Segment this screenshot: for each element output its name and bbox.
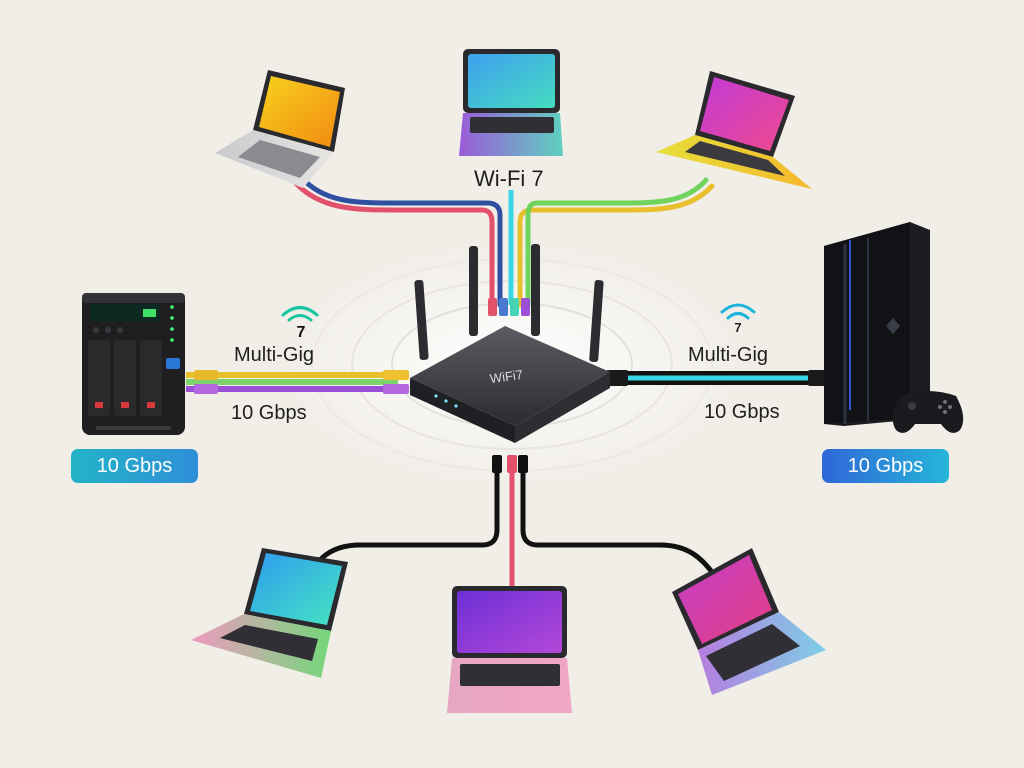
router-antennas: [414, 244, 604, 363]
wifi-icon: 7: [281, 306, 319, 341]
speed-badge-right: 10 Gbps: [822, 449, 949, 483]
nas-server-icon: [82, 293, 185, 435]
wifi-7-label: Wi-Fi 7: [474, 166, 544, 191]
cable-bottom: [305, 455, 715, 588]
cable-top-left: [290, 173, 503, 308]
wifi-icon: 7: [720, 303, 756, 335]
wifi-icon-left-number: 7: [297, 324, 306, 341]
laptop-icon: [672, 548, 826, 695]
laptop-icon: [656, 71, 812, 189]
top-cable-connectors: [488, 298, 530, 316]
laptop-icon: [191, 548, 348, 678]
game-console-icon: [824, 222, 930, 426]
wifi-icon-right-number: 7: [734, 320, 741, 335]
laptop-icon: [215, 70, 345, 188]
multi-gig-left-label: Multi-Gig: [234, 344, 315, 366]
multi-gig-right-label: Multi-Gig: [688, 344, 769, 366]
laptop-icon: [447, 586, 572, 713]
cable-left-nas: [186, 370, 409, 394]
speed-left-label: 10 Gbps: [231, 402, 307, 424]
cable-top-right: [517, 177, 715, 308]
speed-right-label: 10 Gbps: [704, 401, 780, 423]
laptop-icon: [459, 49, 563, 156]
speed-badge-left: 10 Gbps: [71, 449, 198, 483]
gamepad-icon: [892, 391, 964, 433]
router-logo: WiFi7: [489, 367, 524, 386]
router: WiFi7: [410, 244, 610, 443]
router-status-leds: [434, 394, 458, 408]
cable-right-console: [606, 370, 830, 386]
